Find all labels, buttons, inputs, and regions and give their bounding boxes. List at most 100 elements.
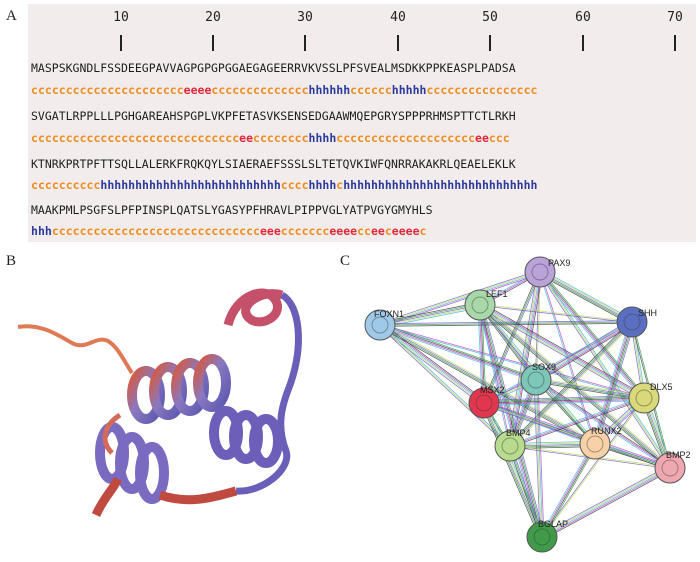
network-edge xyxy=(486,401,545,537)
ruler-tick xyxy=(489,35,491,51)
network-edge xyxy=(483,271,541,404)
network-edge xyxy=(535,379,671,469)
network-edge xyxy=(378,325,484,405)
network-edge xyxy=(379,271,540,325)
sequence-line-3: KTNRKPRTPFTTSQLLALERKFRQKQYLSIAERAEFSSSL… xyxy=(31,157,516,171)
node-runx2[interactable]: RUNX2 xyxy=(579,426,622,460)
network-edge xyxy=(540,270,633,322)
node-structure-thumbnail xyxy=(531,263,549,281)
node-circle xyxy=(494,430,526,462)
node-circle xyxy=(520,364,552,396)
network-edge xyxy=(380,323,512,446)
network-edge xyxy=(379,324,485,404)
network-edge xyxy=(380,322,597,443)
network-edge xyxy=(537,379,545,537)
network-edge xyxy=(542,398,645,538)
coil-tail xyxy=(17,324,134,375)
node-structure-thumbnail xyxy=(661,459,679,477)
network-edge xyxy=(379,326,536,383)
node-structure-thumbnail xyxy=(533,528,551,546)
node-sox9[interactable]: SOX9 xyxy=(520,362,556,396)
network-edge xyxy=(536,377,645,397)
node-label: BGLAP xyxy=(538,519,568,529)
network-edge xyxy=(541,467,671,538)
network-edge xyxy=(379,302,480,323)
network-edge xyxy=(482,304,545,537)
node-label: SOX9 xyxy=(532,362,556,372)
network-edge xyxy=(594,321,633,445)
network-edge xyxy=(380,324,537,380)
network-edge xyxy=(480,304,512,446)
node-label: BMP4 xyxy=(506,428,531,438)
network-edge xyxy=(540,465,669,536)
network-edge xyxy=(481,403,540,539)
network-edge xyxy=(510,322,633,447)
network-edge xyxy=(477,305,540,538)
node-structure-thumbnail xyxy=(527,371,545,389)
network-edge xyxy=(538,272,670,469)
node-circle xyxy=(364,309,396,341)
network-edge xyxy=(539,272,644,399)
sequence-line-1: MASPSKGNDLFSSDEEGPAVVAGPGPGPGGAEGAGEERRV… xyxy=(31,61,516,75)
network-edge xyxy=(509,397,645,447)
node-structure-thumbnail xyxy=(586,435,604,453)
node-circle xyxy=(628,382,660,414)
network-edge xyxy=(483,396,644,403)
ruler-tick xyxy=(120,35,122,51)
sequence-line-2: SVGATLRPPLLLPGHGAREAHSPGPLVKPFETASVKSENS… xyxy=(31,109,516,123)
network-edge xyxy=(378,326,595,447)
network-edge xyxy=(483,321,632,403)
node-circle xyxy=(579,428,611,460)
node-dlx5[interactable]: DLX5 xyxy=(628,382,673,414)
node-bmp4[interactable]: BMP4 xyxy=(494,428,531,462)
network-edge xyxy=(479,304,537,381)
network-edge xyxy=(481,302,646,397)
network-edge xyxy=(534,271,540,380)
network-edge xyxy=(483,402,543,538)
node-foxn1[interactable]: FOXN1 xyxy=(364,309,404,341)
ruler-tick xyxy=(212,35,214,51)
helix-3 xyxy=(95,422,169,504)
network-edge xyxy=(478,305,510,447)
network-edge xyxy=(509,396,644,446)
network-edge xyxy=(482,271,540,403)
node-bmp2[interactable]: BMP2 xyxy=(654,450,691,484)
network-edge xyxy=(512,272,543,447)
node-shh[interactable]: SHH xyxy=(616,306,657,338)
network-edge xyxy=(536,378,671,468)
network-edge xyxy=(508,320,631,445)
network-edge xyxy=(379,325,644,400)
node-circle xyxy=(468,387,500,419)
helix-1 xyxy=(127,354,231,424)
node-label: PAX9 xyxy=(548,258,570,268)
network-edge xyxy=(380,324,596,444)
network-edge xyxy=(510,445,544,537)
structure-line-3: cccccccccchhhhhhhhhhhhhhhhhhhhhhhhhhcccc… xyxy=(31,178,538,192)
node-structure-thumbnail xyxy=(471,296,489,314)
ruler-label-70: 70 xyxy=(667,10,683,25)
network-edge xyxy=(479,305,632,324)
node-msx2[interactable]: MSX2 xyxy=(468,385,505,419)
structure-line-2: cccccccccccccccccccccccccccccceecccccccc… xyxy=(31,131,510,145)
network-edge xyxy=(484,398,645,405)
network-edge xyxy=(542,444,596,538)
network-edge xyxy=(542,468,671,539)
network-edge xyxy=(379,321,633,326)
node-bglap[interactable]: BGLAP xyxy=(526,519,568,553)
network-edge xyxy=(477,305,483,404)
network-edge xyxy=(483,395,644,401)
ruler-label-30: 30 xyxy=(297,10,313,25)
node-lef1[interactable]: LEF1 xyxy=(464,289,508,321)
ruler-label-60: 60 xyxy=(575,10,591,25)
node-label: SHH xyxy=(638,308,657,318)
network-edge xyxy=(539,272,632,324)
network-edge xyxy=(379,269,540,324)
network-edge xyxy=(541,269,634,321)
node-pax9[interactable]: PAX9 xyxy=(524,256,570,288)
network-edge xyxy=(480,304,544,537)
node-structure-thumbnail xyxy=(371,316,389,334)
network-edge xyxy=(539,442,594,537)
network-edge xyxy=(380,323,486,403)
ruler-label-20: 20 xyxy=(205,10,221,25)
position-ruler: 10 20 30 40 50 60 70 xyxy=(28,4,696,56)
